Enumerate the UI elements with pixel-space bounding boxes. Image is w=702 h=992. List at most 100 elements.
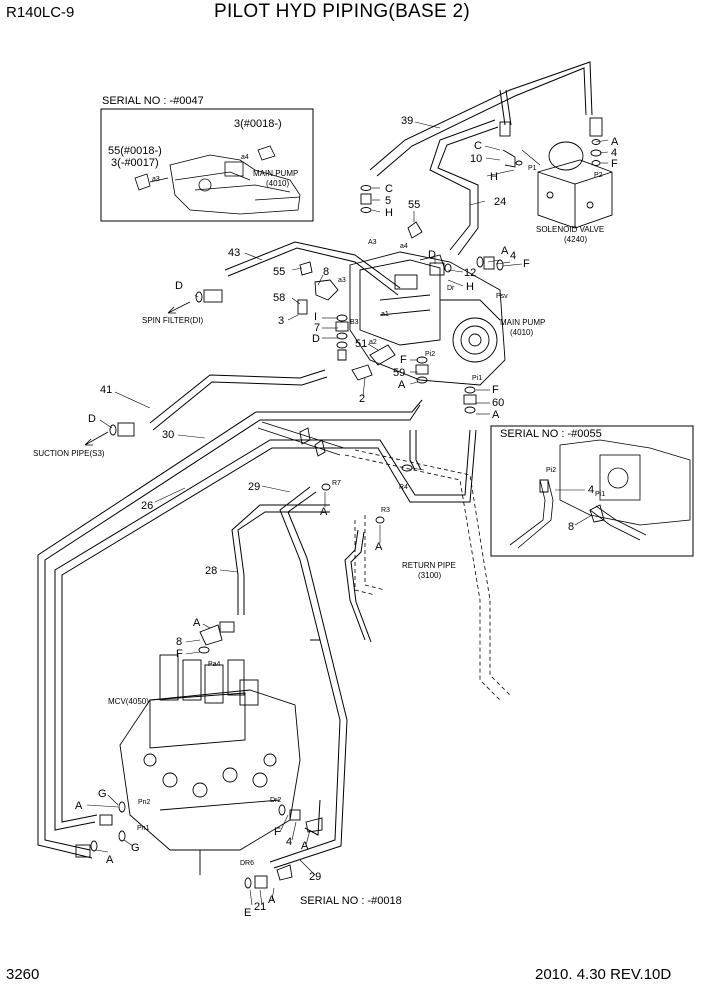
callout-e: E (244, 907, 251, 919)
callout-c-2: C (385, 183, 393, 195)
hose-43 (224, 241, 401, 296)
hose-39 (369, 61, 593, 177)
callout-29-2: 29 (309, 871, 321, 883)
callouts: 39 C 10 H A 4 F C 5 H 24 55 D H A 4 F 12… (75, 115, 619, 919)
callout-f-2: F (523, 258, 530, 270)
main-pump-drawing (349, 251, 506, 386)
callout-39: 39 (401, 115, 413, 127)
inset-port-a4: a4 (241, 154, 249, 161)
callout-60: 60 (492, 397, 504, 409)
filter-drawing (257, 421, 345, 456)
inset-main-pump-code: (4010) (266, 179, 289, 188)
callout-a-2: A (501, 245, 509, 257)
callout-55-1: 55 (408, 199, 420, 211)
callout-30: 30 (162, 429, 174, 441)
inset-part-55: 55(#0018-) (108, 145, 162, 157)
callout-2: 2 (359, 393, 365, 405)
port-dr2: Dr2 (270, 797, 281, 804)
hose-28 (231, 504, 330, 615)
callout-h-1: H (490, 171, 498, 183)
main-pump-label: MAIN PUMP (500, 318, 545, 327)
inset-main-pump-label: MAIN PUMP (253, 169, 298, 178)
solenoid-valve-drawing (537, 141, 613, 229)
callout-8-1: 8 (323, 266, 329, 278)
hose-r3 (344, 529, 372, 643)
callout-h-2: H (385, 207, 393, 219)
hose-30 (37, 399, 423, 859)
callout-g-1: G (98, 788, 107, 800)
callout-51: 51 (355, 338, 367, 350)
inset-port-a3: a3 (152, 176, 160, 183)
revision-date: 2010. 4.30 REV.10D (535, 966, 672, 983)
port-pn2: Pn2 (138, 799, 151, 806)
callout-a-11: A (268, 894, 276, 906)
main-pump-code: (4010) (510, 328, 533, 337)
callout-43: 43 (228, 247, 240, 259)
spin-filter-label: SPIN FILTER(DI) (142, 316, 204, 325)
inset-top-pump-drawing (134, 145, 301, 215)
callout-d-2: D (175, 280, 183, 292)
inset-right-part-8: 8 (568, 521, 574, 533)
callout-8-2: 8 (176, 636, 182, 648)
callout-a-7: A (193, 617, 201, 629)
callout-7: 7 (314, 322, 320, 334)
mcv-label: MCV(4050) (108, 697, 149, 706)
port-pn1: Pn1 (137, 825, 150, 832)
callout-d-4: D (88, 413, 96, 425)
callout-55-2: 55 (273, 266, 285, 278)
suction-arrow (84, 431, 109, 446)
hose-24 (429, 119, 499, 256)
port-a1: a1 (381, 311, 389, 318)
callout-a-8: A (75, 800, 83, 812)
callout-g-2: G (131, 842, 140, 854)
callout-a-5: A (320, 506, 328, 518)
port-pi1: Pi1 (472, 375, 482, 382)
inset-right-port-pi2: Pi2 (546, 467, 556, 474)
serial-note-top: SERIAL NO : -#0047 (102, 95, 204, 107)
callout-3: 3 (278, 315, 284, 327)
serial-note-right: SERIAL NO : -#0055 (500, 428, 602, 440)
callout-a-9: A (106, 854, 114, 866)
callout-a-10: A (301, 840, 309, 852)
callout-a-3: A (398, 379, 406, 391)
port-psv: Psv (496, 293, 508, 300)
leader-lines (86, 121, 609, 906)
callout-4-2: 4 (510, 250, 516, 262)
callout-28: 28 (205, 565, 217, 577)
callout-58: 58 (273, 292, 285, 304)
hose-to-pi1 (409, 430, 422, 471)
callout-c-1: C (474, 140, 482, 152)
port-labels: P1 P2 a3 a4 A3 Dr Psv a1 a2 B3 Pi2 Pi1 R… (137, 165, 603, 867)
mcv-drawing (119, 654, 301, 875)
port-b3: B3 (350, 319, 359, 326)
callout-r4: R4 (399, 484, 408, 491)
port-dr6: DR6 (240, 860, 254, 867)
inset-part-3: 3(#0018-) (234, 118, 282, 130)
model-code: R140LC-9 (6, 4, 75, 21)
callout-4-3: 4 (286, 836, 292, 848)
port-a2: a2 (369, 339, 377, 346)
callout-10: 10 (470, 153, 482, 165)
callout-a-1: A (611, 136, 619, 148)
callout-d-1: D (428, 249, 436, 261)
inset-box-right (490, 425, 694, 557)
callout-12: 12 (464, 267, 476, 279)
callout-f-3: F (400, 354, 407, 366)
port-r7: R7 (332, 480, 341, 487)
callout-h-3: H (466, 281, 474, 293)
serial-note-bottom: SERIAL NO : -#0018 (300, 895, 402, 907)
callout-a-6: A (375, 541, 383, 553)
solenoid-valve-label: SOLENOID VALVE (536, 225, 604, 234)
callout-41: 41 (100, 384, 112, 396)
page-number: 3260 (6, 966, 40, 983)
callout-21: 21 (254, 901, 266, 913)
hose-41 (149, 369, 328, 431)
port-pa4: Pa4 (208, 661, 221, 668)
inset-part-3b: 3(-#0017) (111, 157, 159, 169)
callout-i: I (314, 311, 317, 323)
suction-pipe-label: SUCTION PIPE(S3) (33, 449, 105, 458)
port-p1: P1 (528, 165, 537, 172)
port-a4: a4 (400, 243, 408, 250)
inset-right-port-pi1: Pi1 (595, 491, 605, 498)
